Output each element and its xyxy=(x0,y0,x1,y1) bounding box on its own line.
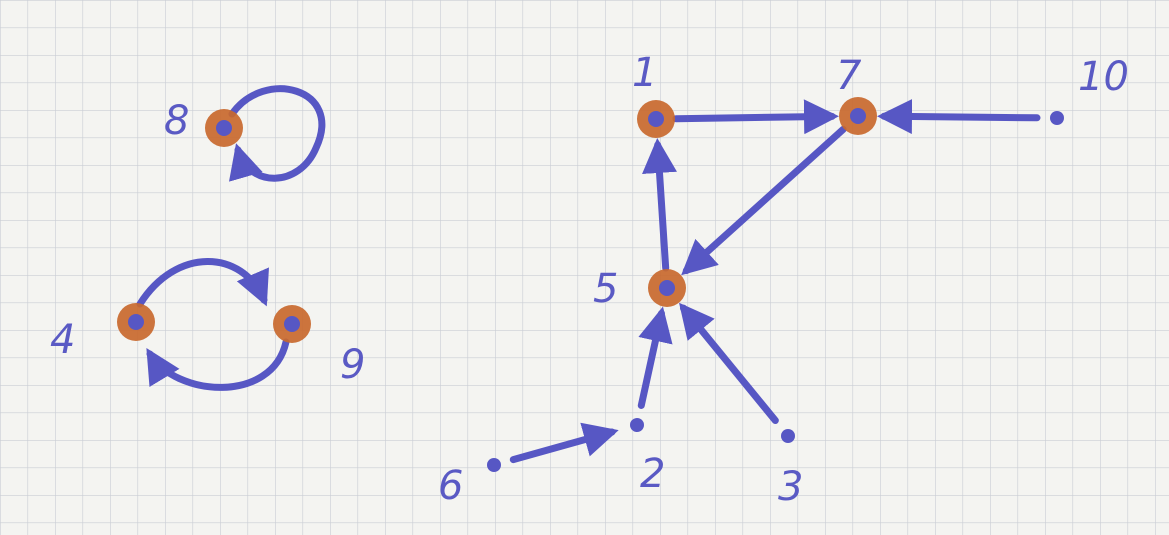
node-label-10: 10 xyxy=(1078,54,1129,100)
node-1 xyxy=(648,111,664,127)
node-10 xyxy=(1050,111,1064,125)
node-labels: 1 7 10 5 2 3 6 8 4 9 xyxy=(50,50,1129,510)
edge-4-to-9 xyxy=(136,258,269,308)
edge-9-to-4 xyxy=(146,338,290,391)
node-label-6: 6 xyxy=(438,463,463,509)
node-label-2: 2 xyxy=(640,451,665,497)
node-label-4: 4 xyxy=(50,317,75,363)
node-2 xyxy=(630,418,644,432)
edges xyxy=(136,85,1041,464)
node-label-1: 1 xyxy=(632,50,657,96)
node-5 xyxy=(659,280,675,296)
node-6 xyxy=(487,458,501,472)
node-label-7: 7 xyxy=(836,53,862,99)
edge-8-to-8 xyxy=(228,85,326,182)
edge-6-to-2 xyxy=(509,422,619,464)
node-label-5: 5 xyxy=(593,266,618,312)
node-7 xyxy=(850,108,866,124)
node-4 xyxy=(128,314,144,330)
edge-10-to-7 xyxy=(876,99,1041,135)
node-label-3: 3 xyxy=(778,464,803,510)
node-label-8: 8 xyxy=(164,98,189,144)
edge-1-to-7 xyxy=(672,99,840,135)
node-8 xyxy=(216,120,232,136)
edge-5-to-1 xyxy=(642,137,677,272)
edge-7-to-5 xyxy=(681,125,847,276)
edge-2-to-5 xyxy=(637,306,673,409)
nodes xyxy=(117,97,1064,472)
node-3 xyxy=(781,429,795,443)
node-label-9: 9 xyxy=(340,342,365,388)
edge-3-to-5 xyxy=(679,302,779,425)
node-9 xyxy=(284,316,300,332)
